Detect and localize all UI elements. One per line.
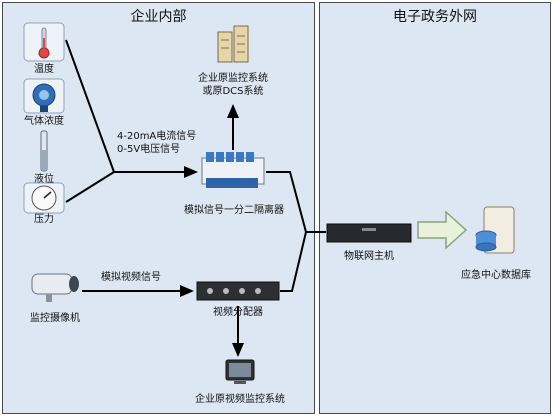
database-server-icon (470, 205, 520, 257)
wire-pressure (65, 171, 115, 203)
external-zone-title: 电子政务外网 (393, 9, 477, 25)
original-monitor-label-2: 或原DCS系统 (202, 86, 264, 97)
video-signal-label: 模拟视频信号 (101, 272, 161, 283)
original-monitor-label-1: 企业原监控系统 (198, 73, 268, 84)
wire-temperature (65, 39, 115, 173)
video-splitter-label: 视频分配器 (213, 307, 263, 318)
isolator-label: 模拟信号一分二隔离器 (184, 205, 284, 216)
level-gauge-icon (35, 130, 53, 172)
signal-isolator-icon (200, 148, 266, 192)
gas-label: 气体浓度 (24, 116, 64, 127)
level-label: 液位 (34, 174, 54, 185)
camera-label: 监控摄像机 (30, 313, 80, 324)
analog-signal-label-1: 4-20mA电流信号 (117, 131, 197, 142)
wire-splitter-to-host (280, 231, 307, 292)
data-flow-arrow (417, 210, 468, 250)
server-icon (215, 24, 251, 64)
analog-signal-label-2: 0-5V电压信号 (117, 144, 181, 155)
video-monitor-label: 企业原视频监控系统 (195, 394, 285, 405)
camera-icon (28, 270, 80, 306)
thermometer-icon (23, 22, 65, 62)
video-splitter-icon (196, 280, 280, 302)
internal-zone-title: 企业内部 (130, 9, 187, 25)
iot-host-icon (326, 222, 412, 244)
temperature-label: 温度 (34, 64, 54, 75)
pressure-label: 压力 (34, 214, 54, 225)
database-label: 应急中心数据库 (461, 270, 531, 281)
pressure-gauge-icon (23, 182, 65, 214)
wire-isolator-to-host (266, 171, 326, 233)
monitor-icon (222, 358, 258, 388)
gas-detector-icon (23, 78, 65, 114)
iot-host-label: 物联网主机 (344, 251, 394, 262)
